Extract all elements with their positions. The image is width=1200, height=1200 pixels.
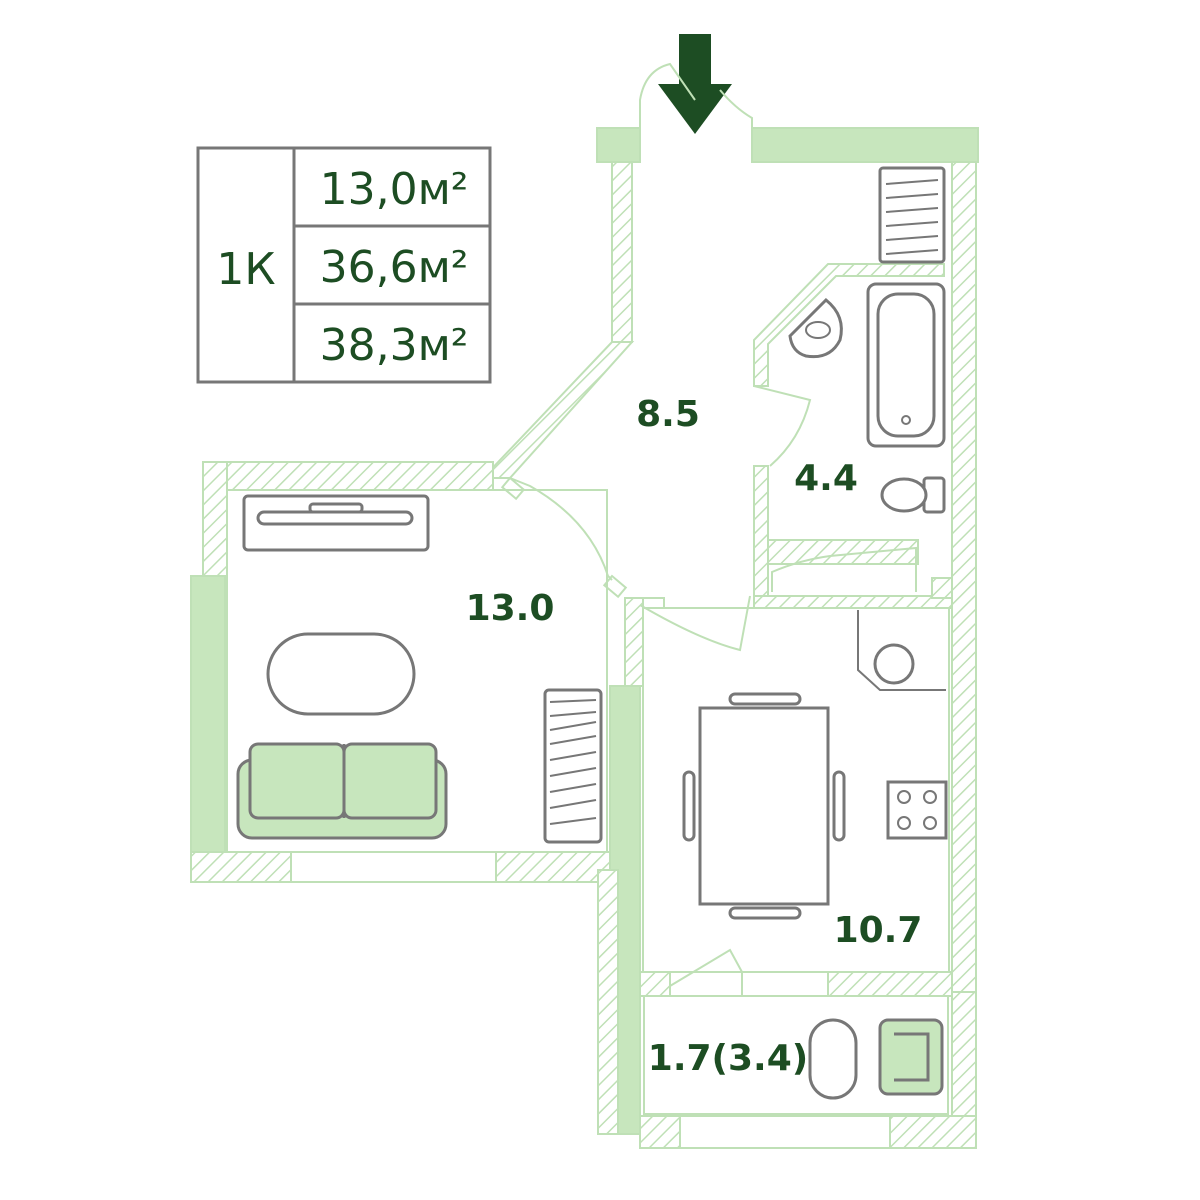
arrow-down-icon xyxy=(658,34,732,134)
sink-icon xyxy=(788,297,843,359)
wardrobe-icon xyxy=(543,688,603,844)
apartment-type: 1К xyxy=(216,244,275,295)
dining-table-icon xyxy=(682,692,846,920)
coffee-table-icon xyxy=(266,632,416,716)
balcony-area-label: 1.7(3.4) xyxy=(648,1038,808,1079)
stove-icon xyxy=(886,780,948,840)
area-info-table: 1К 13,0м² 36,6м² 38,3м² xyxy=(196,146,492,384)
room-labels: 8.5 4.4 13.0 10.7 1.7(3.4) xyxy=(466,394,923,1079)
furniture xyxy=(236,166,948,1100)
living-room-area-label: 13.0 xyxy=(466,588,555,629)
hallway-area-label: 8.5 xyxy=(636,394,700,435)
doors xyxy=(500,62,812,987)
kitchen-sink-icon xyxy=(857,610,946,691)
toilet-icon xyxy=(880,476,946,514)
armchair-icon xyxy=(878,1018,944,1096)
washing-area-icon xyxy=(771,546,917,592)
balcony-table-icon xyxy=(808,1018,858,1100)
wardrobe-icon xyxy=(878,166,946,264)
total-area-with-balcony-value: 38,3м² xyxy=(320,320,469,371)
bathroom-area-label: 4.4 xyxy=(794,458,858,499)
bathtub-icon xyxy=(866,282,946,448)
sofa-icon xyxy=(236,742,448,840)
walls xyxy=(190,127,979,1149)
living-area-value: 13,0м² xyxy=(320,164,469,215)
kitchen-area-label: 10.7 xyxy=(834,910,923,951)
total-area-value: 36,6м² xyxy=(320,242,469,293)
tv-stand-icon xyxy=(242,494,430,552)
